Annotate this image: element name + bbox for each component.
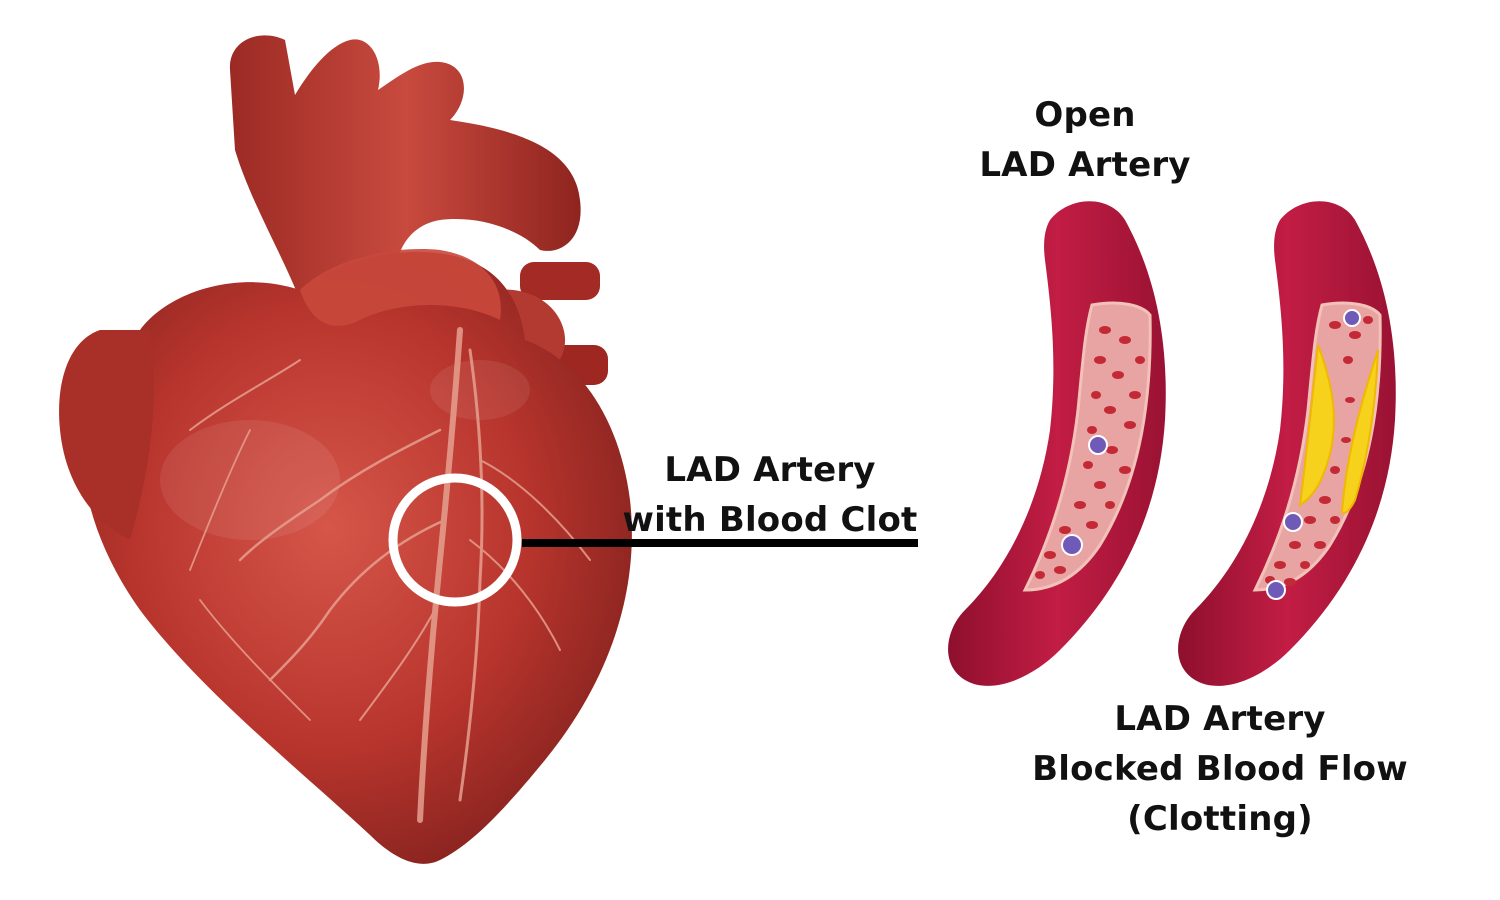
blocked-artery-white-cells: [1266, 309, 1361, 600]
open-artery-white-cells: [1061, 435, 1108, 556]
heart-sheen-2: [430, 360, 530, 420]
blocked-artery-label-line1: LAD Artery: [1114, 699, 1326, 739]
open-artery-label: Open LAD Artery: [960, 90, 1210, 190]
right-atrium: [59, 330, 154, 540]
open-artery-illustration: [948, 201, 1166, 686]
heart-illustration: [59, 35, 632, 864]
open-artery-blood-cells: [1035, 326, 1145, 579]
heart-body: [82, 251, 632, 864]
blocked-artery-label-line2: Blocked Blood Flow: [1032, 749, 1408, 789]
blocked-artery-label-line3: (Clotting): [1127, 799, 1313, 839]
plaque-deposit-right: [1340, 349, 1379, 514]
open-artery-label-line2: LAD Artery: [979, 145, 1191, 185]
clot-callout-label-line1: LAD Artery: [664, 450, 876, 490]
pulmonary-vein-1: [520, 262, 600, 300]
clot-callout-label-line2: with Blood Clot: [622, 500, 918, 540]
heart-sheen: [160, 420, 340, 540]
clot-callout-label: LAD Artery with Blood Clot: [600, 445, 940, 545]
open-artery-label-line1: Open: [1034, 95, 1136, 135]
blocked-artery-label: LAD Artery Blocked Blood Flow (Clotting): [1020, 694, 1420, 844]
pulmonary-trunk: [300, 249, 501, 326]
plaque-deposit-left: [1298, 344, 1335, 507]
aorta: [229, 35, 581, 301]
clot-highlight-circle: [388, 473, 522, 607]
blocked-artery-illustration: [1178, 201, 1396, 686]
coronary-vessels: [189, 327, 591, 823]
